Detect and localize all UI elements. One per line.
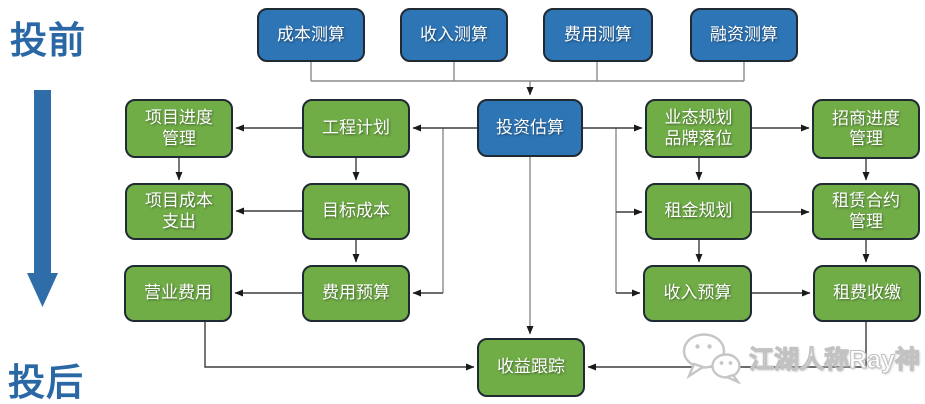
phase-flow-arrow xyxy=(27,90,58,307)
node-rent-planning: 租金规划 xyxy=(645,183,752,240)
node-expense-calc: 费用测算 xyxy=(543,8,653,62)
node-format-planning-brand: 业态规划 品牌落位 xyxy=(645,99,752,158)
node-cost-calc: 成本测算 xyxy=(257,8,365,62)
node-project-cost-expense: 项目成本 支出 xyxy=(125,183,233,240)
flow-arrows xyxy=(175,124,870,371)
node-project-progress-mgmt: 项目进度 管理 xyxy=(125,99,233,158)
node-investment-estimate: 投资估算 xyxy=(477,99,583,157)
node-lease-contract-mgmt: 租赁合约 管理 xyxy=(812,183,920,240)
node-income-budget: 收入预算 xyxy=(643,265,752,322)
node-income-calc: 收入测算 xyxy=(400,8,508,62)
node-target-cost: 目标成本 xyxy=(302,183,410,240)
node-financing-calc: 融资测算 xyxy=(690,8,798,62)
node-revenue-tracking: 收益跟踪 xyxy=(477,338,585,397)
node-leasing-progress-mgmt: 招商进度 管理 xyxy=(812,99,920,159)
node-engineering-plan: 工程计划 xyxy=(302,99,410,158)
node-expense-budget: 费用预算 xyxy=(302,265,410,322)
node-operating-expense: 营业费用 xyxy=(124,265,232,322)
gray-connectors xyxy=(310,62,745,335)
node-rent-collection: 租费收缴 xyxy=(813,265,921,322)
phase-label-pre-investment: 投前 xyxy=(10,20,86,61)
phase-label-post-investment: 投后 xyxy=(8,362,84,403)
